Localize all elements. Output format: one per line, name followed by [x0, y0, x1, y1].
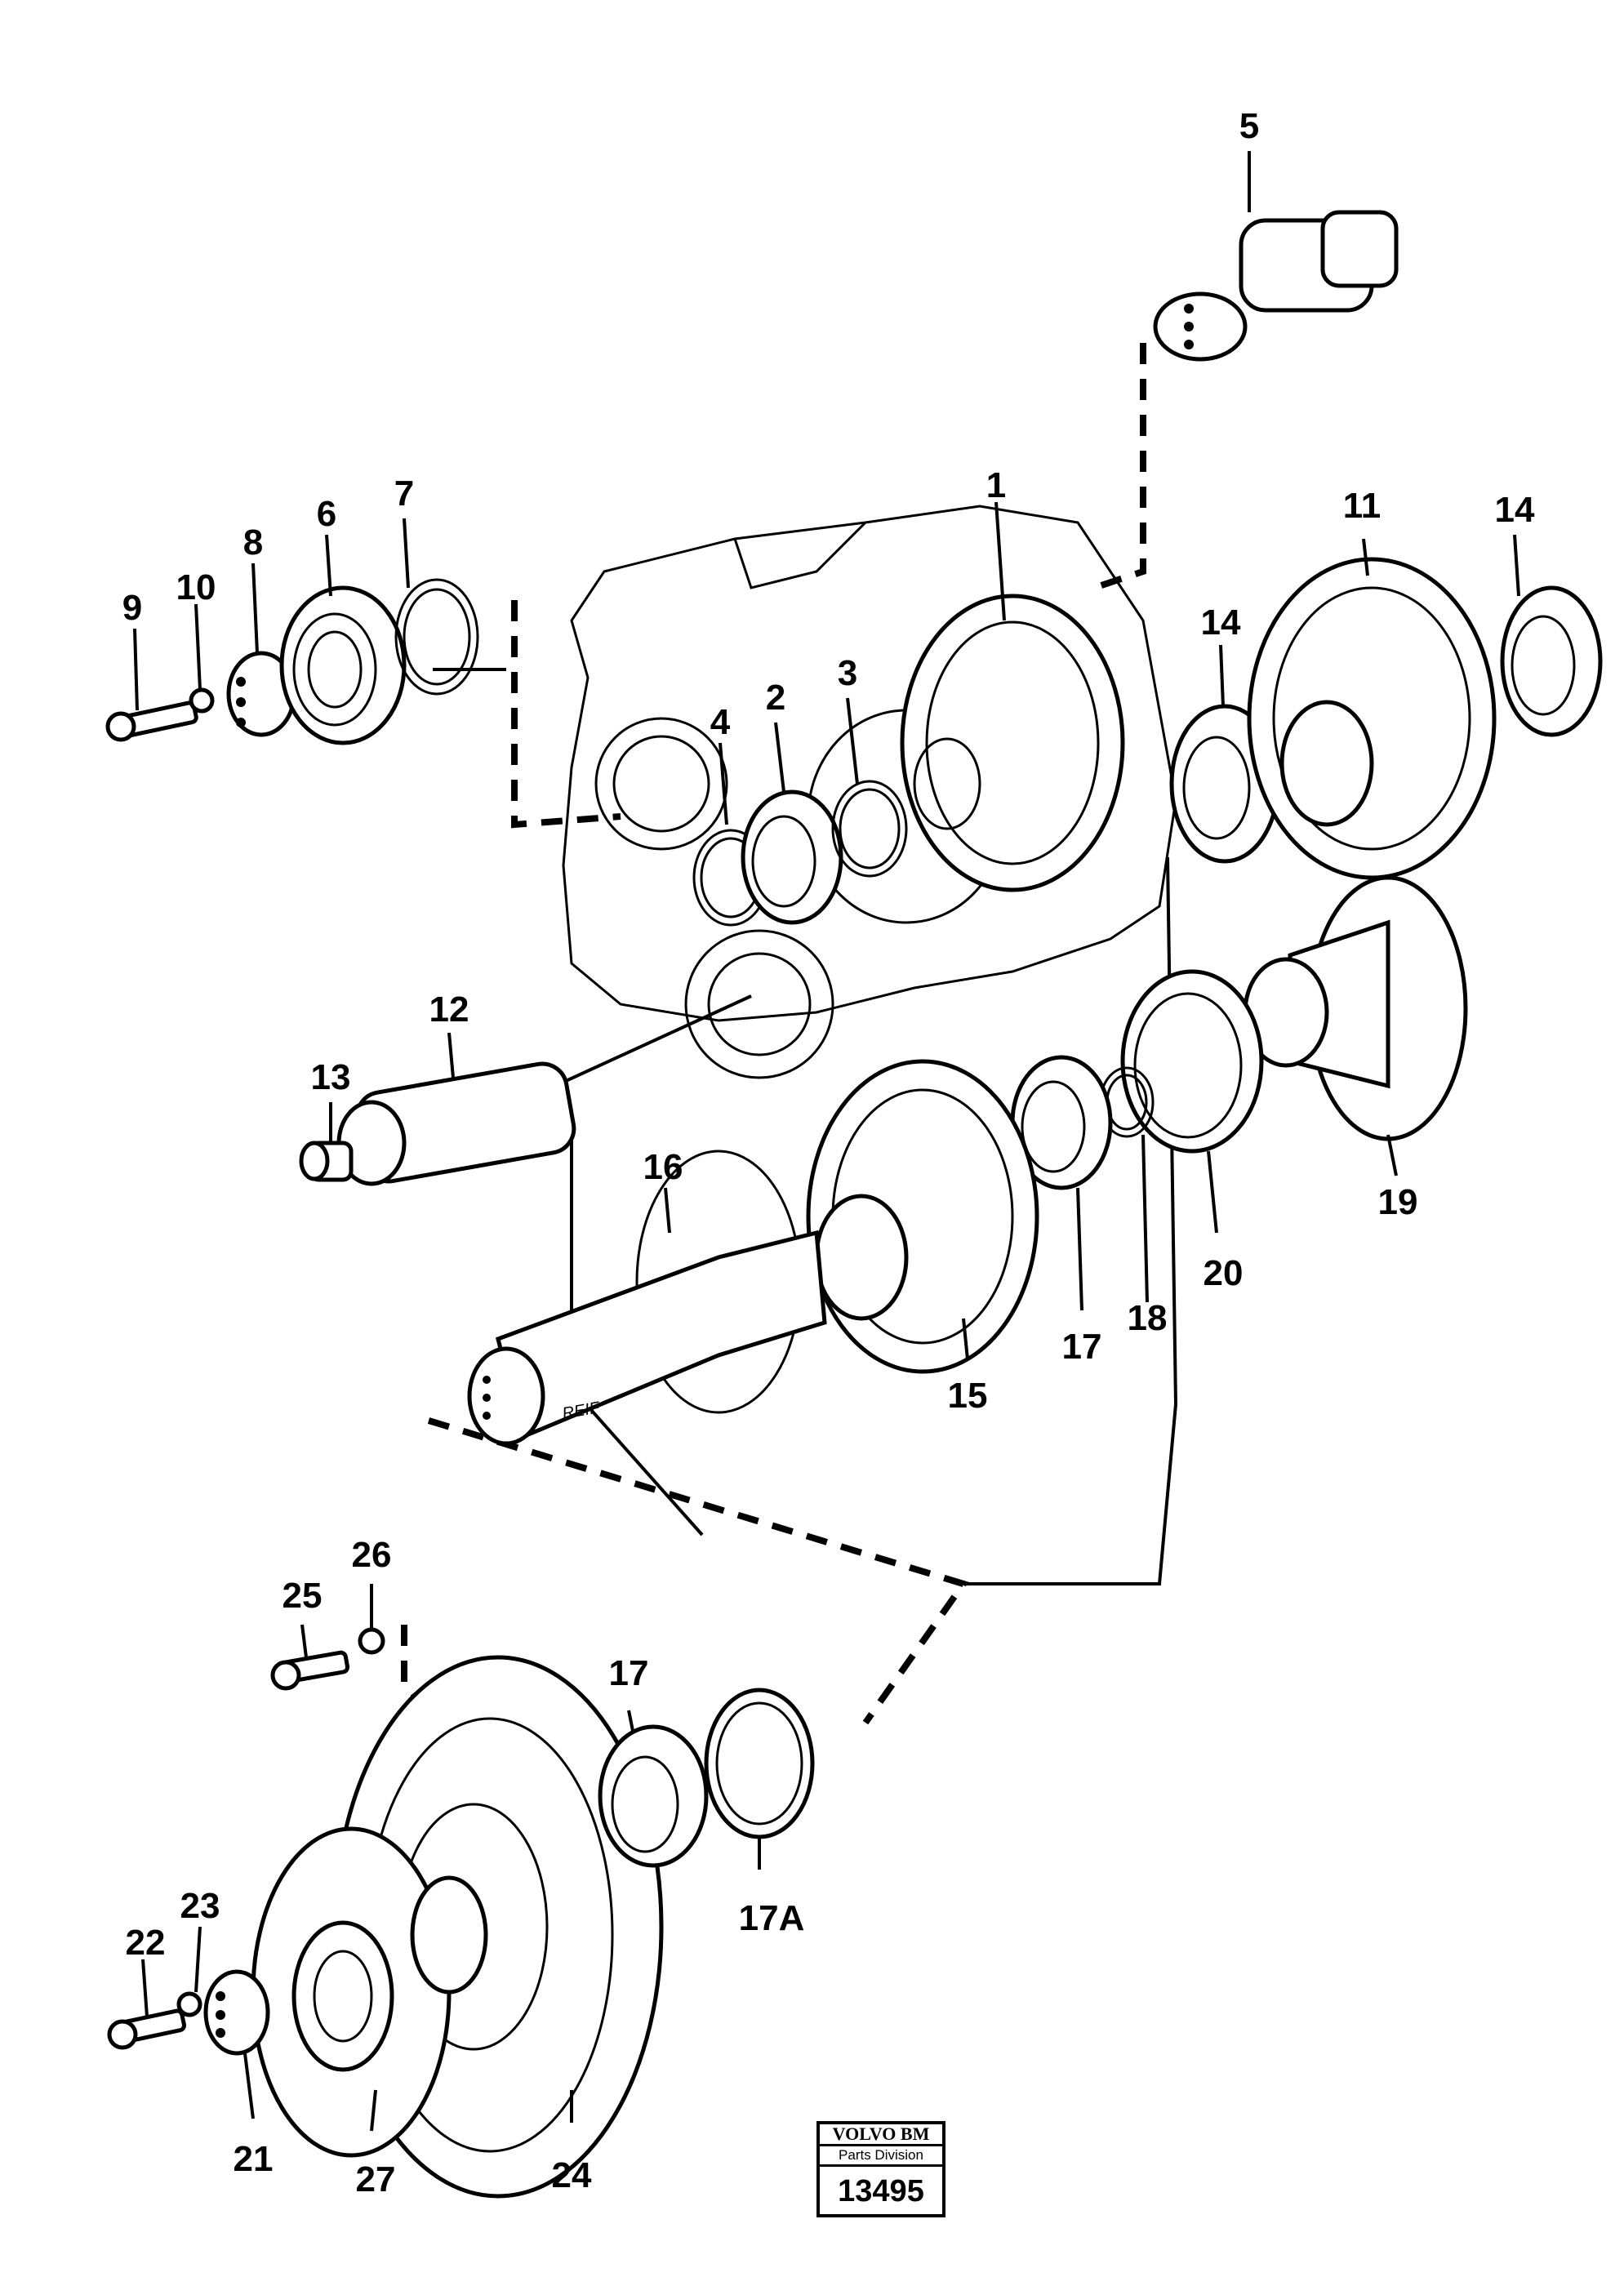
- assembly-lines: [358, 343, 1178, 1725]
- callout-16: 16: [643, 1147, 683, 1187]
- callout-5: 5: [1239, 106, 1260, 146]
- callout-20: 20: [1203, 1253, 1244, 1293]
- callout-13: 13: [310, 1057, 351, 1097]
- callout-18: 18: [1127, 1298, 1168, 1338]
- callout-10: 10: [176, 567, 216, 607]
- part-17-bearing-lower: [598, 1724, 709, 1868]
- callout-17A: 17A: [738, 1898, 805, 1938]
- part-17-bearing-upper: [1010, 1055, 1113, 1190]
- part-6-bearing: [279, 585, 407, 745]
- callout-8: 8: [242, 523, 264, 563]
- part-11-gear: [1247, 557, 1497, 880]
- part-5-pinion-shaft: [1153, 210, 1399, 362]
- part-10-washer: [189, 687, 215, 714]
- part-12-stub-shaft: [336, 1061, 576, 1186]
- part-22-bolt: [107, 2008, 187, 2050]
- part-9-bolt: [105, 700, 198, 742]
- part-7-snap-ring: [394, 578, 479, 696]
- callout-1: 1: [986, 465, 1007, 505]
- callout-25: 25: [282, 1576, 323, 1616]
- callout-11: 11: [1342, 486, 1382, 526]
- parts-division-stamp: VOLVO BM Parts Division 13495: [816, 2121, 945, 2217]
- callout-9: 9: [122, 588, 143, 628]
- callout-6: 6: [316, 494, 337, 534]
- part-3-snap-ring: [831, 780, 908, 878]
- part-25-bolt: [270, 1650, 350, 1691]
- part-1-gear-shaft: [900, 594, 1125, 892]
- stamp-division: Parts Division: [820, 2146, 942, 2167]
- part-27-hub-flange: [251, 1826, 488, 2158]
- callout-26: 26: [351, 1535, 392, 1575]
- part-21-cover: [203, 1969, 270, 2056]
- callout-22: 22: [125, 1923, 166, 1963]
- part-19-flange: [1243, 875, 1468, 1141]
- callout-4: 4: [710, 702, 731, 742]
- callout-leaders: [133, 151, 1520, 2132]
- callout-27: 27: [355, 2159, 396, 2199]
- callout-19: 19: [1377, 1182, 1418, 1222]
- part-15-gear: [806, 1059, 1039, 1374]
- callout-7: 7: [394, 474, 415, 514]
- part-26-washer: [358, 1627, 385, 1655]
- part-23-washer: [176, 1991, 202, 2017]
- callout-3: 3: [837, 653, 858, 693]
- part-13-cap: [299, 1141, 354, 1182]
- callout-23: 23: [180, 1886, 220, 1926]
- stamp-brand: VOLVO BM: [820, 2124, 942, 2146]
- part-20-seal: [1120, 969, 1264, 1154]
- callout-17a: 17: [1061, 1327, 1102, 1367]
- part-14-bearing-right: [1500, 585, 1603, 737]
- callout-2: 2: [765, 678, 786, 718]
- callout-14a: 14: [1200, 603, 1241, 643]
- part-17A-seal-ring: [704, 1688, 815, 1839]
- gearbox-housing: [562, 505, 1177, 1079]
- callout-24: 24: [551, 2155, 592, 2195]
- part-2-bearing: [741, 789, 843, 925]
- callout-17b: 17: [608, 1653, 649, 1693]
- callout-14b: 14: [1494, 490, 1535, 530]
- callout-15: 15: [947, 1376, 988, 1416]
- stamp-number: 13495: [838, 2174, 924, 2208]
- part-16-output-shaft: REIF: [467, 1150, 827, 1446]
- callout-21: 21: [233, 2139, 274, 2179]
- callout-12: 12: [429, 990, 469, 1030]
